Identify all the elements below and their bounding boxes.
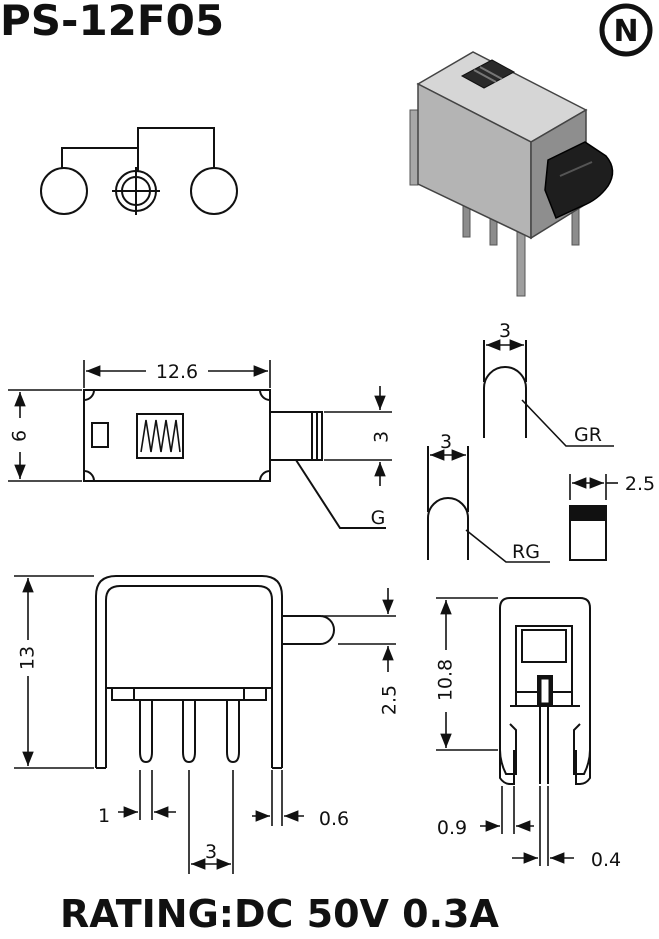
- logo-letter: N: [613, 14, 638, 49]
- dim-side-height: 13: [17, 646, 39, 670]
- dim-actuator-offset: 2.5: [379, 685, 401, 715]
- schematic-symbol: [40, 127, 238, 215]
- top-view-dimensions: [8, 360, 392, 486]
- dim-end-height: 10.8: [435, 659, 457, 701]
- dim-pin-pitch: 3: [205, 841, 217, 863]
- lever-detail: [569, 474, 618, 561]
- dim-actuator-width: 3: [371, 431, 393, 443]
- dim-pin-width: 0.6: [319, 808, 349, 830]
- dim-top-height: 6: [9, 430, 31, 442]
- side-view: [95, 575, 335, 769]
- dim-gr-width: 3: [499, 320, 511, 342]
- label-g: G: [371, 507, 386, 529]
- gr-detail: [483, 339, 614, 447]
- part-title: PS-12F05: [0, 0, 225, 45]
- dim-lever-width: 2.5: [625, 473, 655, 495]
- dim-pin-spacing: 1: [98, 805, 110, 827]
- dim-top-length: 12.6: [156, 361, 198, 383]
- end-view: [499, 597, 591, 785]
- label-rg: RG: [512, 541, 540, 563]
- rating-text: RATING:DC 50V 0.3A: [60, 892, 499, 936]
- rg-detail: [427, 446, 550, 563]
- dim-rg-width: 3: [440, 431, 452, 453]
- brand-logo: N: [599, 3, 653, 57]
- end-view-dimensions: [436, 597, 574, 866]
- product-photo-illustration: [409, 51, 614, 297]
- dim-end-pin-gap: 0.9: [437, 817, 467, 839]
- side-view-dimensions: [14, 575, 396, 874]
- label-gr: GR: [574, 424, 602, 446]
- dim-end-pin-width: 0.4: [591, 849, 621, 871]
- top-view: [83, 389, 386, 529]
